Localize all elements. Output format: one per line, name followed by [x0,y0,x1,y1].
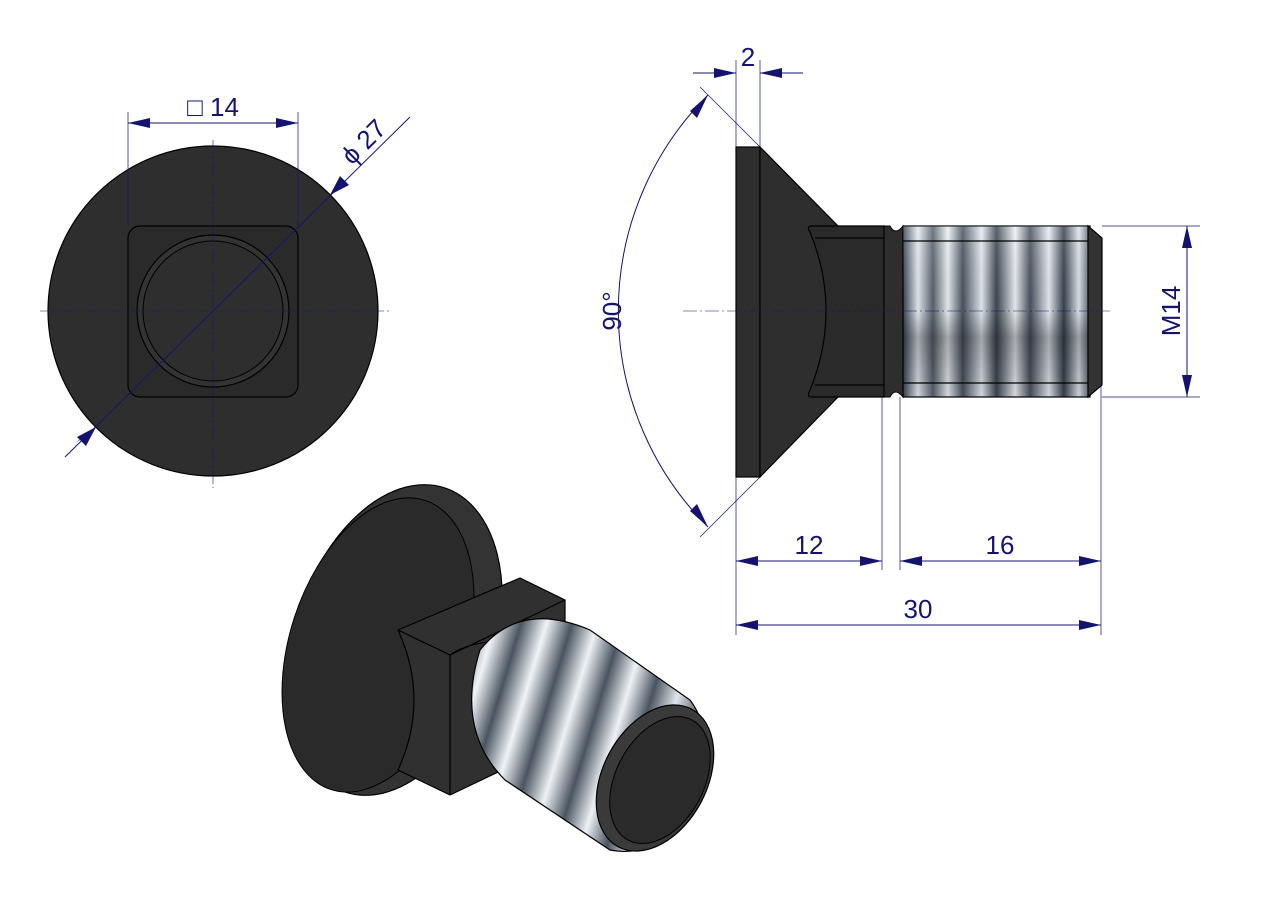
thread-chamfer [1087,224,1103,399]
iso-thread-end-face [609,716,711,844]
total-length-dimension: 30 [736,594,1101,630]
head-flange [735,146,761,478]
square-size-dimension: □ 14 [127,92,299,226]
front-view: □ 14 ϕ 27 [40,92,411,488]
thread-length-dimension: 16 [900,530,1101,566]
thread-length-label: 16 [986,530,1015,560]
diameter-label: ϕ 27 [335,113,392,170]
angle-label: 90° [597,291,627,330]
thread-size-label: M14 [1156,286,1186,337]
isometric-view [281,484,715,852]
total-length-label: 30 [904,594,933,624]
chamfer-dimension: 2 [693,42,803,147]
thread-size-dimension: M14 [1102,225,1200,398]
neck-length-label: 12 [795,530,824,560]
undercut-groove [883,224,904,399]
angle-dimension: 90° [597,86,761,538]
square-neck-side [807,225,885,398]
square-size-label: □ 14 [187,92,239,122]
chamfer-label: 2 [741,42,755,72]
neck-length-dimension: 12 [736,530,882,566]
side-view: 2 90° M14 12 [597,42,1200,635]
